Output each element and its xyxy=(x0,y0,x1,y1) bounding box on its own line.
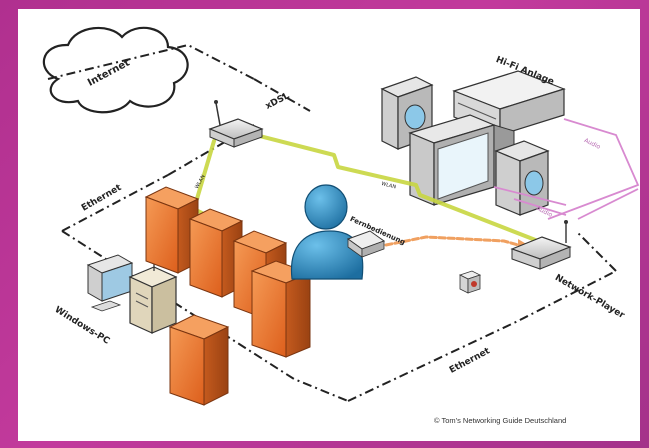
windows-pc-monitor-icon xyxy=(86,254,134,312)
wall-socket-icon xyxy=(458,270,482,294)
diagram-frame: Internet xDSL Hi-Fi Anlage Ethernet Ethe… xyxy=(18,9,640,441)
router-icon xyxy=(208,100,264,148)
network-player-icon xyxy=(510,220,572,270)
wall-5 xyxy=(168,314,230,406)
walls-group xyxy=(144,186,312,406)
audio-cables xyxy=(493,118,640,220)
speaker-right-icon xyxy=(494,140,550,216)
wall-4 xyxy=(250,260,312,358)
windows-pc-tower-icon xyxy=(128,252,178,334)
copyright-credit: © Tom's Networking Guide Deutschland xyxy=(434,416,567,425)
user-person-icon xyxy=(290,184,364,280)
tv-icon xyxy=(408,114,515,206)
internet-cloud-icon xyxy=(42,26,189,114)
remote-control-icon xyxy=(346,230,386,258)
network-diagram xyxy=(42,26,640,406)
ir-signal-line xyxy=(384,235,528,251)
speaker-left-icon xyxy=(380,76,434,150)
